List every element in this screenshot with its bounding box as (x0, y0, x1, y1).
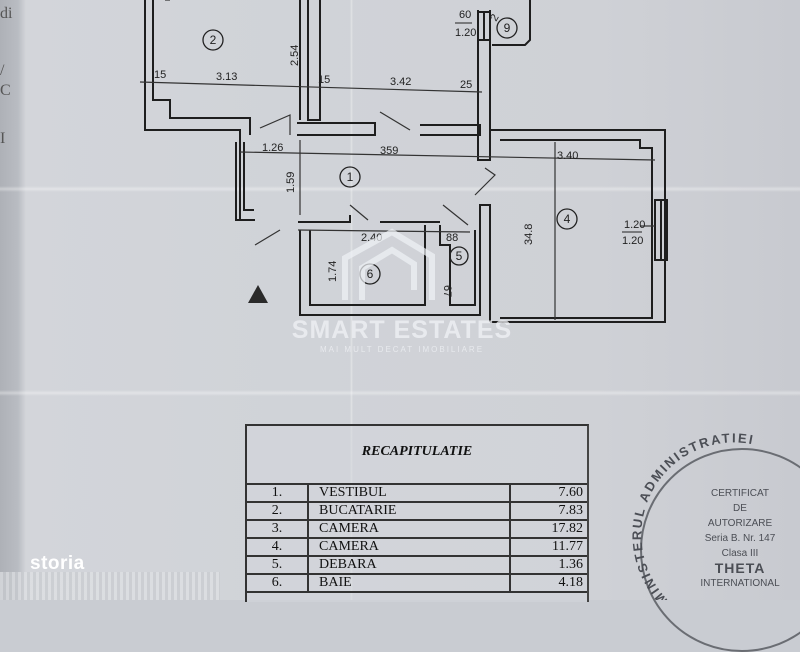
dimension-label: 15 (154, 69, 166, 81)
stamp-line: DE (733, 503, 747, 514)
room-area: 1.36 (510, 555, 587, 575)
stamp-line: Clasa III (721, 548, 759, 559)
room-name: BUCATARIE (308, 501, 511, 521)
room-label: 5 (456, 249, 463, 263)
paper-crease (350, 0, 353, 600)
stamp-text: CERTIFICAT DE AUTORIZARE Seria B. Nr. 14… (680, 486, 800, 591)
row-number: 5. (247, 555, 309, 575)
watermark-house-icon (342, 228, 435, 300)
room-area: 4.18 (510, 573, 587, 593)
table-row: 1. VESTIBUL 7.60 (247, 483, 587, 503)
dimension-label: 1.74 (327, 261, 339, 282)
table-row: 4. CAMERA 11.77 (247, 537, 587, 557)
room-label: 4 (564, 212, 571, 226)
watermark-title: SMART ESTATES (291, 316, 513, 344)
room-label: 1 (347, 170, 354, 184)
row-number: 2. (247, 501, 309, 521)
row-number: 6. (247, 573, 309, 593)
room-label: 6 (367, 267, 374, 281)
paper-fold (0, 186, 800, 192)
room-area: 17.82 (510, 519, 587, 539)
dimension-label: 15 (318, 74, 330, 86)
stamp-line: CERTIFICAT (711, 488, 769, 499)
table-row: 5. DEBARA 1.36 (247, 555, 587, 575)
stamp-line: AUTORIZARE (707, 518, 773, 529)
stamp-arc-text: MINISTERUL ADMINISTRATIEI (629, 430, 754, 600)
room-area: 11.77 (510, 537, 587, 557)
dimension-label: 67 (441, 285, 453, 297)
dimension-label: 1.26 (262, 142, 283, 154)
left-strip-text: C (0, 82, 11, 99)
dimension-label: 88 (446, 232, 458, 244)
dimension-label: 3.13 (216, 71, 237, 83)
table-row: 3. CAMERA 17.82 (247, 519, 587, 539)
recap-table: 1. VESTIBUL 7.60 2. BUCATARIE 7.83 3. CA… (247, 483, 587, 593)
recap-table-box: RECAPITULATIE 1. VESTIBUL 7.60 2. BUCATA… (245, 424, 589, 602)
dimension-label: 2 (488, 12, 501, 23)
room-name: DEBARA (308, 555, 511, 575)
dimension-label: 3.42 (390, 76, 411, 88)
table-row: 2. BUCATARIE 7.83 (247, 501, 587, 521)
room-name: BAIE (308, 573, 511, 593)
storia-logo: storia (30, 553, 85, 574)
dimension-label: 25 (460, 79, 472, 91)
dimension-label: 1.20 (455, 27, 476, 39)
dimension-label: 34.8 (523, 224, 535, 245)
left-strip-text: di (0, 5, 13, 22)
table-row: 6. BAIE 4.18 (247, 573, 587, 593)
left-strip-text: I (0, 130, 6, 147)
room-area: 7.83 (510, 501, 587, 521)
row-number: 1. (247, 483, 309, 503)
row-number: 4. (247, 537, 309, 557)
watermark-subtitle: MAI MULT DECAT IMOBILIARE (319, 345, 485, 354)
stamp-line: Seria B. Nr. 147 (704, 533, 776, 544)
room-label: 2 (210, 33, 217, 47)
stamp-line: THETA (714, 560, 766, 576)
recap-title: RECAPITULATIE (361, 444, 473, 459)
room-name: CAMERA (308, 519, 511, 539)
left-strip-text: / (0, 62, 5, 79)
dimension-label: 3.40 (557, 150, 578, 162)
dimension-label: 1.20 (622, 235, 643, 247)
paper-fold (0, 390, 800, 396)
dimension-label: 2.54 (289, 45, 301, 66)
row-number: 3. (247, 519, 309, 539)
room-area: 7.60 (510, 483, 587, 503)
stamp-line: INTERNATIONAL (700, 578, 780, 589)
room-name: CAMERA (308, 537, 511, 557)
textured-paper-edge (0, 572, 220, 600)
dimension-label: 60 (459, 9, 471, 21)
watermark: SMART ESTATES MAI MULT DECAT IMOBILIARE (284, 316, 520, 356)
room-label: 9 (504, 21, 511, 35)
dimension-label: 1.59 (285, 172, 297, 193)
floor-plan: 2 1 4 5 6 9 15 3.13 15 3.42 25 1.26 359 … (139, 0, 668, 323)
room-name: VESTIBUL (308, 483, 511, 503)
dimension-label: 359 (380, 145, 398, 157)
dimension-label: 1.20 (624, 219, 645, 231)
